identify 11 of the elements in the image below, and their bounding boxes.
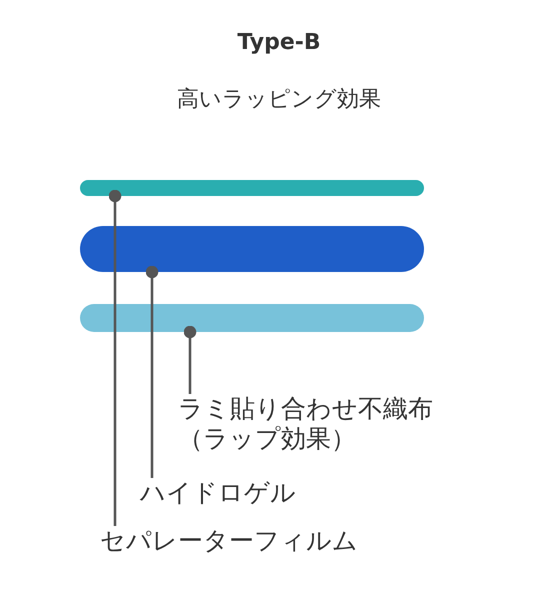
- diagram-title: Type-B: [236, 30, 322, 55]
- layer-bar: [80, 180, 424, 196]
- layer-label: ラミ貼り合わせ不織布（ラップ効果）: [178, 394, 478, 454]
- layer-label: セパレーターフィルム: [100, 526, 440, 556]
- layer-bar: [80, 226, 424, 272]
- leader-line: [184, 326, 196, 394]
- leader-line: [146, 266, 158, 478]
- leader-line: [108, 190, 122, 526]
- layer-bar: [80, 304, 424, 332]
- subtitle: 高いラッピング効果: [176, 86, 382, 114]
- layer-label: ハイドロゲル: [140, 478, 400, 508]
